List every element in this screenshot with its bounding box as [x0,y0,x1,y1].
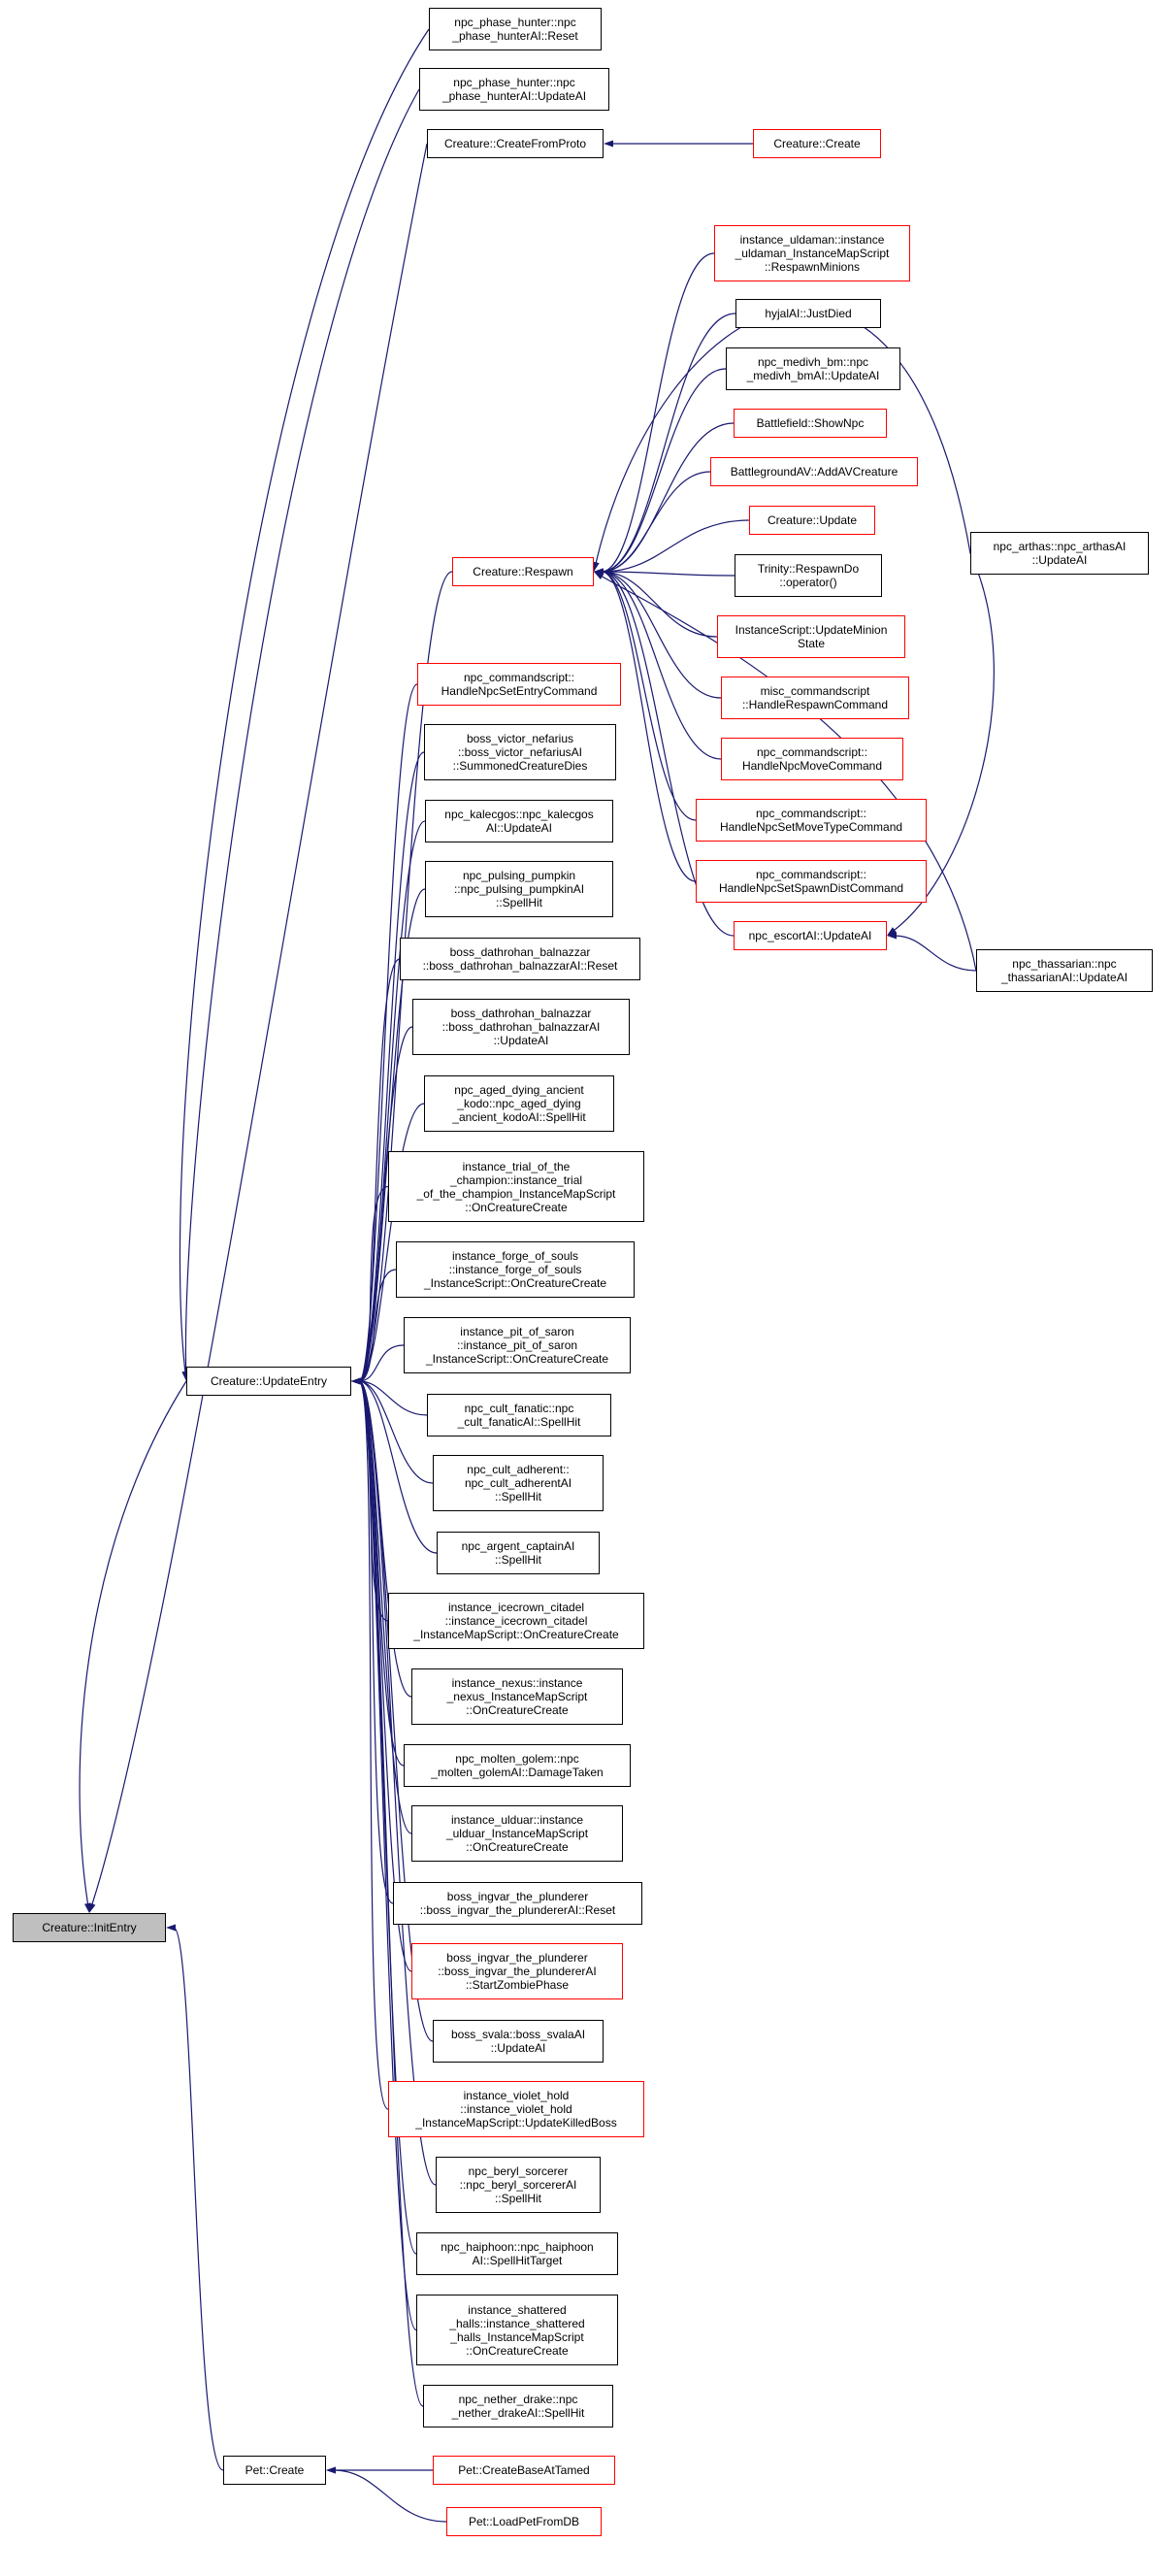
node-n16[interactable]: npc_commandscript:: HandleNpcSetMoveType… [696,799,927,842]
edge-n50-n48 [333,2469,447,2523]
node-n2[interactable]: npc_phase_hunter::npc _phase_hunterAI::U… [419,68,609,111]
node-n27[interactable]: npc_aged_dying_ancient _kodo::npc_aged_d… [424,1075,614,1132]
node-n14[interactable]: misc_commandscript ::HandleRespawnComman… [721,677,909,719]
edge-arrowhead [592,561,600,572]
node-n28[interactable]: instance_trial_of_the _champion::instanc… [388,1151,644,1222]
node-n5[interactable]: instance_uldaman::instance _uldaman_Inst… [714,225,910,281]
edge-n27-n31 [358,1103,425,1382]
node-n15[interactable]: npc_commandscript:: HandleNpcMoveCommand [721,738,903,780]
node-n37[interactable]: npc_molten_golem::npc _molten_golemAI::D… [404,1744,631,1787]
edge-n29-n31 [358,1269,397,1382]
node-n50[interactable]: Pet::LoadPetFromDB [446,2507,602,2536]
node-n17[interactable]: npc_commandscript:: HandleNpcSetSpawnDis… [696,860,927,903]
node-n36[interactable]: instance_nexus::instance _nexus_Instance… [411,1668,623,1725]
edge-n32-n31 [358,1380,428,1416]
edge-n42-n31 [358,1380,389,2110]
edge-n2-n31 [184,88,420,1374]
edge-n33-n31 [358,1380,434,1484]
edge-arrowhead [604,140,613,148]
edge-n18-n11 [601,571,735,937]
edge-n10-n11 [601,519,750,573]
node-n30[interactable]: instance_pit_of_saron ::instance_pit_of_… [404,1317,631,1373]
node-n18[interactable]: npc_escortAI::UpdateAI [734,921,887,950]
node-n46[interactable]: npc_nether_drake::npc _nether_drakeAI::S… [423,2385,613,2427]
node-n44[interactable]: npc_haiphoon::npc_haiphoon AI::SpellHitT… [416,2232,618,2275]
edge-n7-n11 [601,368,727,573]
edge-n14-n11 [601,571,722,699]
node-n12[interactable]: Trinity::RespawnDo ::operator() [735,554,882,597]
edge-arrowhead [166,1924,176,1932]
node-n42[interactable]: instance_violet_hold ::instance_violet_h… [388,2081,644,2137]
node-n6[interactable]: hyjalAI::JustDied [735,299,881,328]
edge-n28-n31 [358,1185,389,1382]
node-n4[interactable]: Creature::Create [753,129,881,158]
edge-arrowhead [594,572,604,580]
node-n3[interactable]: Creature::CreateFromProto [427,129,604,158]
node-n25[interactable]: boss_dathrohan_balnazzar ::boss_dathroha… [400,938,640,980]
node-n13[interactable]: InstanceScript::UpdateMinion State [717,615,905,658]
node-n19[interactable]: npc_arthas::npc_arthasAI ::UpdateAI [970,532,1149,575]
edge-n21-n31 [358,683,418,1382]
edge-n34-n31 [358,1380,438,1554]
edge-n45-n31 [358,1380,417,2331]
node-n8[interactable]: Battlefield::ShowNpc [734,409,887,438]
node-n1[interactable]: npc_phase_hunter::npc _phase_hunterAI::R… [429,8,602,50]
edge-n9-n11 [601,471,711,573]
node-n48[interactable]: Pet::Create [223,2456,326,2485]
edge-n31-n47 [79,1380,187,1906]
node-n35[interactable]: instance_icecrown_citadel ::instance_ice… [388,1593,644,1649]
node-n38[interactable]: instance_ulduar::instance _ulduar_Instan… [411,1805,623,1862]
edge-n13-n11 [601,571,718,638]
edge-arrowhead [887,927,898,936]
node-n29[interactable]: instance_forge_of_souls ::instance_forge… [396,1241,635,1298]
node-n10[interactable]: Creature::Update [749,506,875,535]
node-n43[interactable]: npc_beryl_sorcerer ::npc_beryl_sorcererA… [436,2157,601,2213]
edge-n6-n11 [601,313,736,573]
node-n33[interactable]: npc_cult_adherent:: npc_cult_adherentAI … [433,1455,604,1511]
node-n41[interactable]: boss_svala::boss_svalaAI ::UpdateAI [433,2020,604,2063]
node-n24[interactable]: npc_pulsing_pumpkin ::npc_pulsing_pumpki… [425,861,613,917]
node-n23[interactable]: npc_kalecgos::npc_kalecgos AI::UpdateAI [425,800,613,842]
edge-arrowhead [351,1377,361,1385]
node-n7[interactable]: npc_medivh_bm::npc _medivh_bmAI::UpdateA… [726,347,900,390]
edge-n46-n31 [358,1380,424,2407]
node-n20[interactable]: npc_thassarian::npc _thassarianAI::Updat… [976,949,1153,992]
edge-n17-n11 [601,571,697,882]
edge-n41-n31 [358,1380,434,2042]
edge-n25-n31 [358,958,401,1382]
node-n31[interactable]: Creature::UpdateEntry [186,1367,351,1396]
node-n22[interactable]: boss_victor_nefarius ::boss_victor_nefar… [424,724,616,780]
node-n39[interactable]: boss_ingvar_the_plunderer ::boss_ingvar_… [393,1882,642,1925]
edge-n48-n47 [173,1927,224,2471]
edge-n3-n47 [90,143,428,1906]
node-n47: Creature::InitEntry [13,1913,166,1942]
node-n34[interactable]: npc_argent_captainAI ::SpellHit [437,1532,600,1574]
edge-n38-n31 [358,1380,412,1834]
edge-arrowhead [326,2466,336,2474]
node-n26[interactable]: boss_dathrohan_balnazzar ::boss_dathroha… [412,999,630,1055]
node-n49[interactable]: Pet::CreateBaseAtTamed [433,2456,615,2485]
node-n21[interactable]: npc_commandscript:: HandleNpcSetEntryCom… [417,663,621,706]
node-n45[interactable]: instance_shattered _halls::instance_shat… [416,2295,618,2365]
edge-n5-n11 [601,252,715,573]
edge-n12-n11 [601,571,735,577]
edge-arrowhead [887,932,897,940]
edge-arrowhead [88,1902,96,1913]
edge-n20-n18 [894,935,977,972]
edge-n43-n31 [358,1380,437,2186]
node-n40[interactable]: boss_ingvar_the_plunderer ::boss_ingvar_… [411,1943,623,1999]
edge-n1-n31 [179,28,430,1374]
edge-n15-n11 [601,571,722,760]
edge-n40-n31 [358,1380,412,1972]
node-n32[interactable]: npc_cult_fanatic::npc _cult_fanaticAI::S… [427,1394,611,1437]
node-n9[interactable]: BattlegroundAV::AddAVCreature [710,457,918,486]
edge-n30-n31 [358,1344,405,1382]
node-n11[interactable]: Creature::Respawn [452,557,594,586]
